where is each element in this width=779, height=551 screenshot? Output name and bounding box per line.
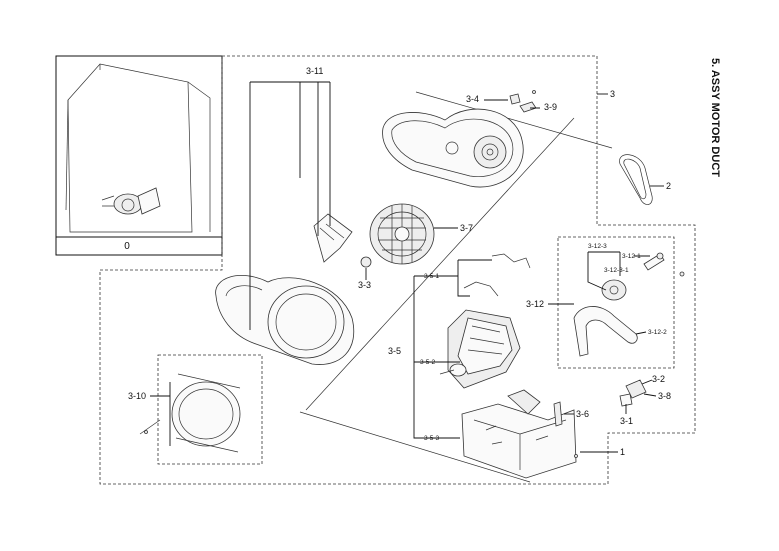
label-3-12-2: 3-12-2 [648, 329, 667, 336]
idler-arm-assembly [573, 252, 685, 357]
label-3-5-1: 3-5-1 [424, 273, 440, 280]
label-3: 3 [610, 89, 615, 99]
duct-bracket [313, 213, 353, 263]
motor-mount-bracket [461, 389, 577, 479]
label-3-5-2: 3-5-2 [420, 359, 436, 366]
label-1: 1 [620, 447, 625, 457]
motor-clips [463, 253, 531, 297]
label-3-5-3: 3-5-3 [424, 435, 440, 442]
label-2: 2 [666, 181, 671, 191]
leader-lines [150, 81, 664, 453]
label-3-1: 3-1 [620, 416, 633, 426]
upper-duct-housing [382, 108, 524, 188]
gasket-ring-3-10 [171, 373, 241, 453]
subassembly-3-10-box [157, 354, 263, 465]
label-3-7: 3-7 [460, 223, 473, 233]
label-3-11: 3-11 [306, 66, 323, 76]
label-3-12-3-1: 3-12-3-1 [604, 267, 629, 274]
label-3-12-3: 3-12-3 [588, 243, 607, 250]
assembly-boundary [99, 55, 696, 485]
fan-impeller [369, 203, 435, 265]
spring-3-6 [553, 401, 563, 427]
screw-3-4 [509, 90, 536, 105]
subassembly-3-12-box [557, 236, 675, 369]
drive-belt [619, 154, 653, 205]
label-3-6: 3-6 [576, 409, 589, 419]
drive-motor [439, 309, 521, 389]
front-duct-housing [215, 275, 354, 365]
inset-label: 0 [124, 241, 130, 252]
diagram-title: 5. ASSY MOTOR DUCT [709, 58, 721, 177]
nut-3-3 [360, 256, 372, 268]
label-3-2: 3-2 [652, 374, 665, 384]
label-3-12-1: 3-12-1 [622, 253, 641, 260]
sensor-3-2-3-8 [619, 379, 647, 407]
label-3-12: 3-12 [526, 299, 544, 309]
clip-3-9 [519, 101, 537, 113]
label-3-10: 3-10 [128, 391, 146, 401]
label-3-9: 3-9 [544, 102, 557, 112]
label-3-3: 3-3 [358, 280, 371, 290]
label-3-8: 3-8 [658, 391, 671, 401]
label-3-5: 3-5 [388, 346, 401, 356]
inset-box-part-0: 0 [55, 55, 223, 256]
part-labels: 3-11 3-4 3-9 3 2 3-7 3-3 3-12-3 3-12-1 3… [128, 66, 671, 457]
inset-motor-icon [101, 187, 161, 215]
label-3-4: 3-4 [466, 94, 479, 104]
